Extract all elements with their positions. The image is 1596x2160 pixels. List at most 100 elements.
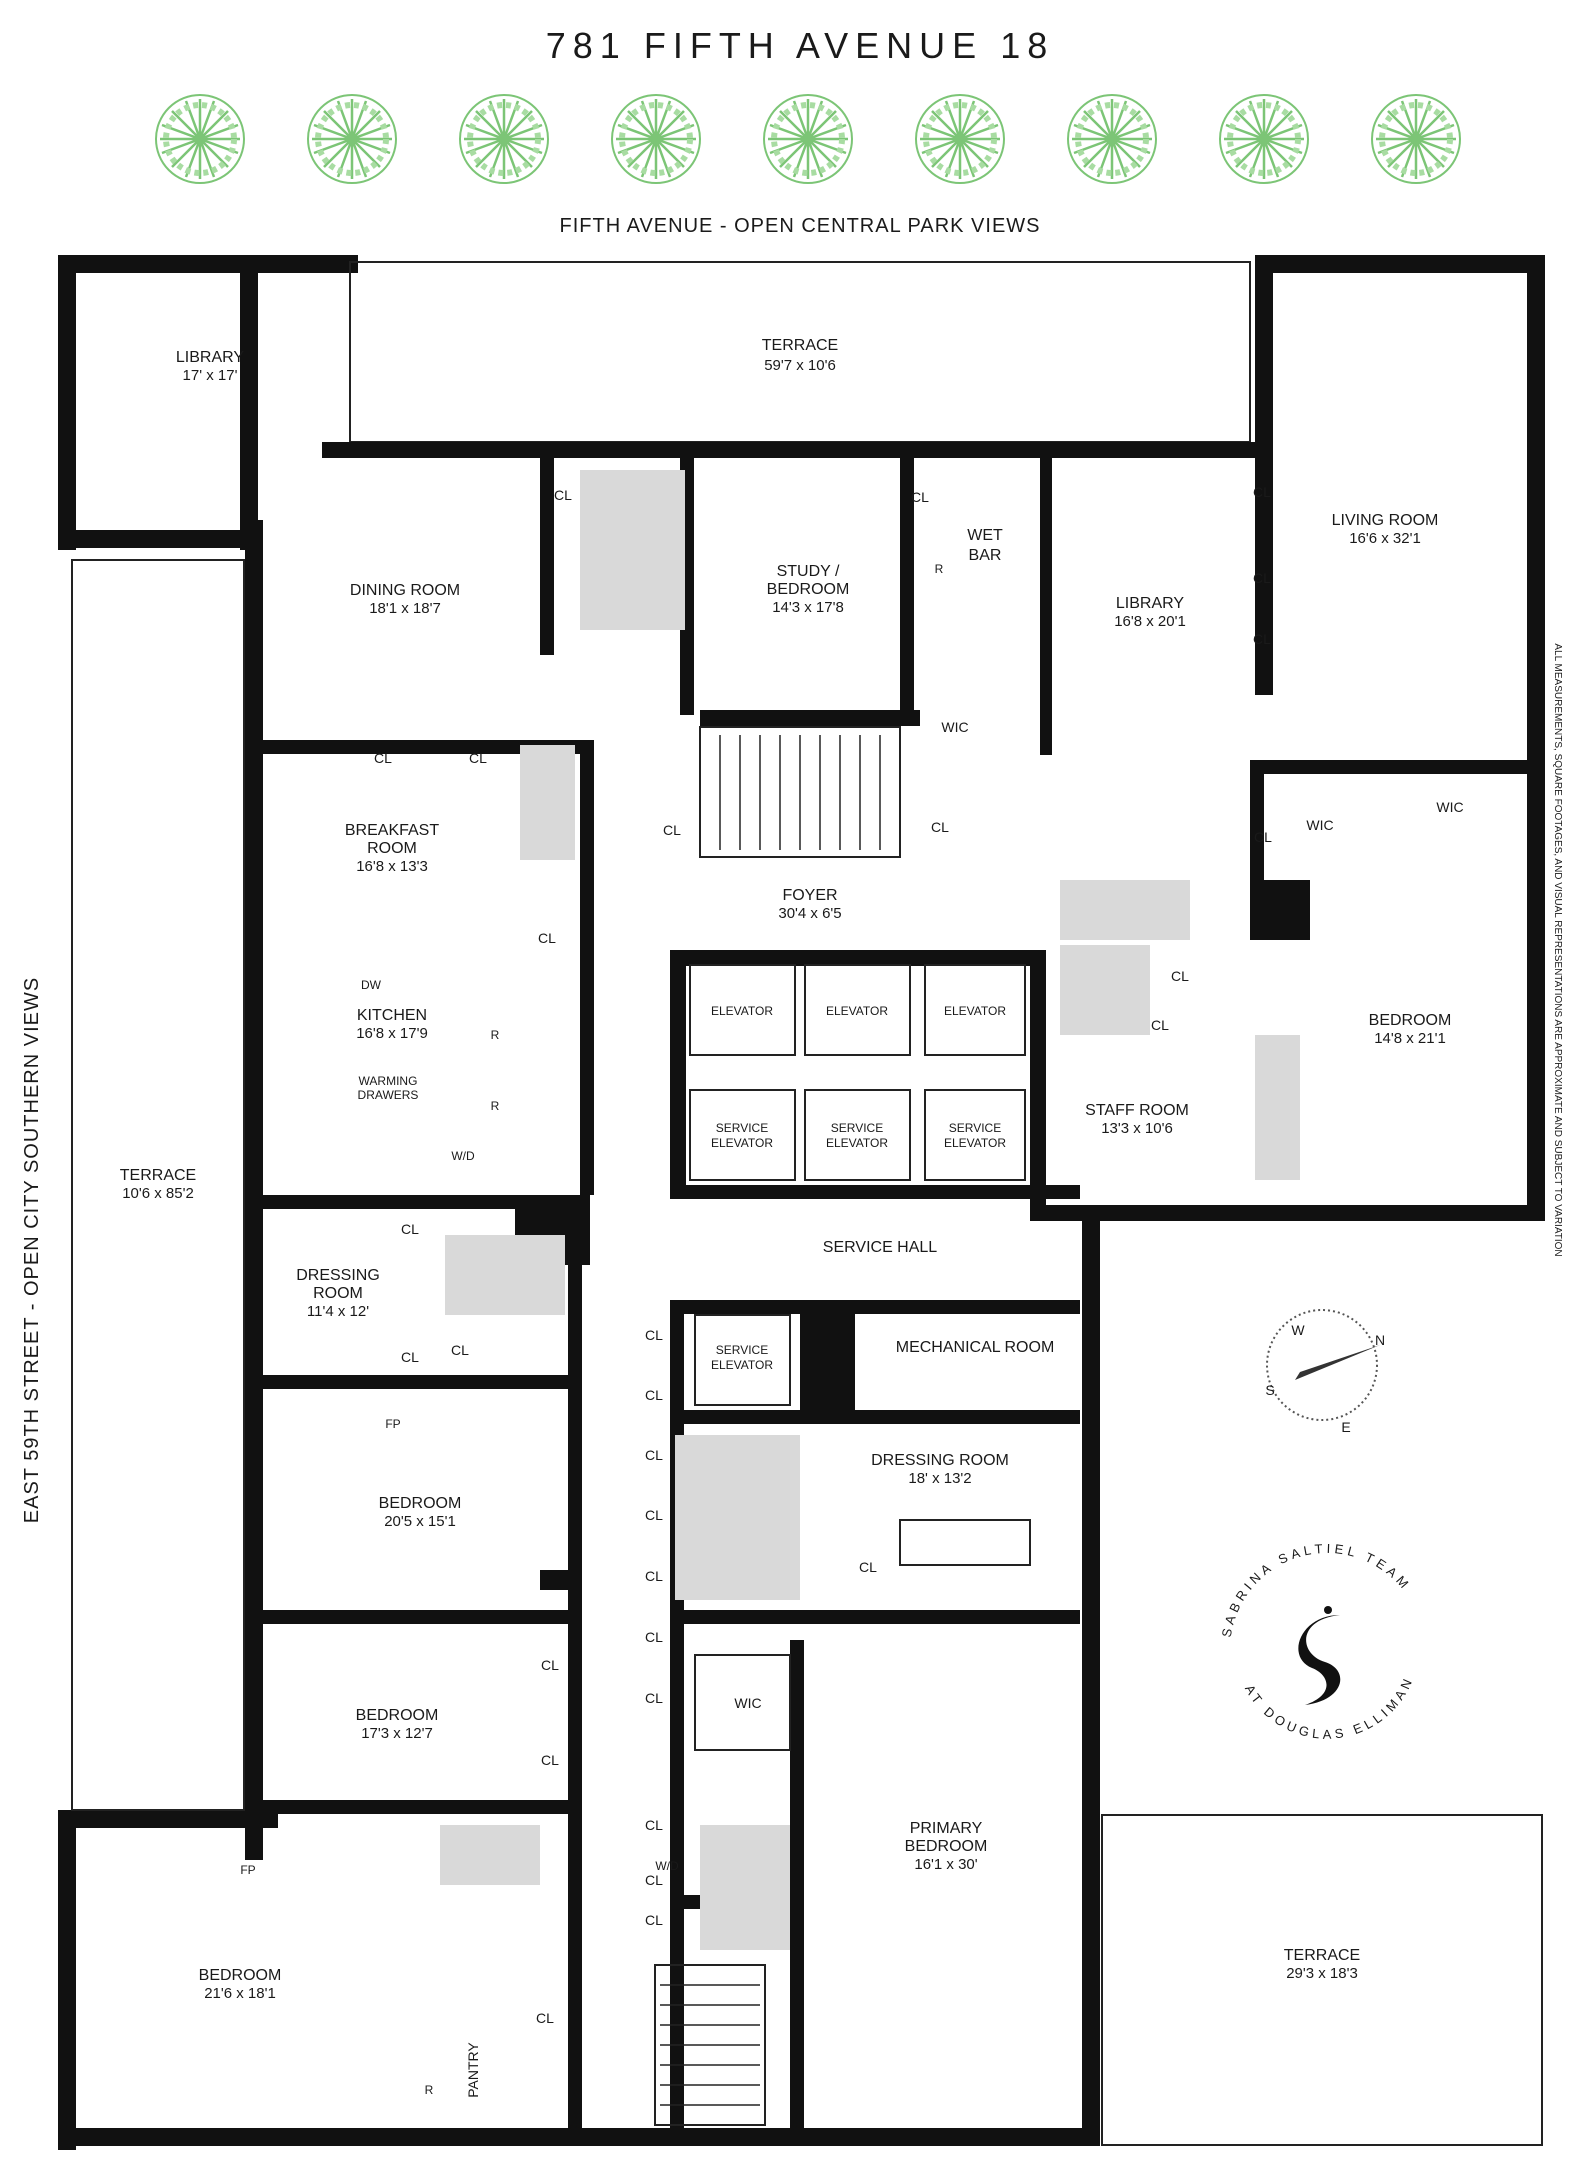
room-labels: LIBRARY 17' x 17' TERRACE 59'7 x 10'6 LI… — [120, 337, 1452, 2098]
fireplace-label: FP — [240, 1863, 255, 1877]
bedroom-sw-name: BEDROOM — [199, 1967, 282, 1984]
closet-label: CL — [1254, 829, 1272, 845]
closet-label: CL — [645, 1387, 663, 1403]
service-elevator-2 — [804, 1089, 911, 1181]
closet-label: CL — [663, 822, 681, 838]
dining-room-name: DINING ROOM — [350, 582, 460, 599]
tree-icon — [156, 95, 244, 183]
library-nw-name: LIBRARY — [176, 349, 245, 366]
compass-s: S — [1265, 1382, 1274, 1398]
bedroom-e-name: BEDROOM — [1369, 1012, 1452, 1029]
study-name-2: BEDROOM — [767, 581, 850, 598]
staff-room-dim: 13'3 x 10'6 — [1101, 1120, 1173, 1137]
living-room-name: LIVING ROOM — [1332, 512, 1439, 529]
elevator-1 — [689, 964, 796, 1056]
stairs — [654, 726, 901, 2126]
closet-label: CL — [541, 1657, 559, 1673]
service-label: SERVICE — [949, 1121, 1001, 1135]
closet-label: CL — [469, 750, 487, 766]
closet-label: CL — [1253, 484, 1271, 500]
tree-icon — [1372, 95, 1460, 183]
tree-icon — [308, 95, 396, 183]
exterior-walls — [58, 255, 1545, 2150]
closet-label: CL — [859, 1559, 877, 1575]
study-name-1: STUDY / — [777, 563, 840, 580]
terrace-w-dim: 10'6 x 85'2 — [122, 1185, 194, 1202]
service-label: SERVICE — [831, 1121, 883, 1135]
washer-dryer-label: W/D — [451, 1149, 475, 1163]
wic-label: WIC — [1436, 799, 1463, 815]
terrace-top-dim: 59'7 x 10'6 — [764, 357, 836, 374]
kitchen-name: KITCHEN — [357, 1007, 427, 1024]
foyer-name: FOYER — [782, 887, 837, 904]
dressing-c-dim: 18' x 13'2 — [908, 1470, 971, 1487]
closet-label: CL — [645, 1447, 663, 1463]
interior-walls — [263, 455, 1540, 2140]
elevator-label: ELEVATOR — [944, 1004, 1006, 1018]
tree-icon — [460, 95, 548, 183]
primary-dim: 16'1 x 30' — [914, 1856, 977, 1873]
library-e-dim: 16'8 x 20'1 — [1114, 613, 1186, 630]
primary-name-2: BEDROOM — [905, 1838, 988, 1855]
bedroom-sw-dim: 21'6 x 18'1 — [204, 1985, 276, 2002]
closet-label: CL — [645, 1817, 663, 1833]
closet-label: CL — [541, 1752, 559, 1768]
mechanical-name: MECHANICAL ROOM — [896, 1339, 1055, 1356]
breakfast-name-2: ROOM — [367, 840, 417, 857]
wic-label: WIC — [1306, 817, 1333, 833]
closet-label: CL — [451, 1342, 469, 1358]
service-elevator-4 — [694, 1314, 791, 1406]
terrace-se-dim: 29'3 x 18'3 — [1286, 1965, 1358, 1982]
elevator-label: ELEVATOR — [826, 1136, 888, 1150]
service-label: SERVICE — [716, 1343, 768, 1357]
terrace-w-name: TERRACE — [120, 1167, 196, 1184]
brand-top-text: SABRINA SALTIEL TEAM — [1219, 1541, 1410, 1639]
wet-bar-name-2: BAR — [969, 547, 1002, 564]
closet-label: CL — [1171, 968, 1189, 984]
bedroom-3-dim: 17'3 x 12'7 — [361, 1725, 433, 1742]
closet-label: CL — [538, 930, 556, 946]
disclaimer-text: ALL MEASUREMENTS, SQUARE FOOTAGES, AND V… — [1552, 643, 1563, 1256]
warming-drawers-label-1: WARMING — [359, 1074, 418, 1088]
compass-e: E — [1341, 1419, 1350, 1435]
tree-icon — [916, 95, 1004, 183]
closet-label: CL — [645, 1690, 663, 1706]
compass-n: N — [1375, 1332, 1385, 1348]
elevator-3 — [924, 964, 1026, 1056]
dining-room-dim: 18'1 x 18'7 — [369, 600, 441, 617]
bedroom-2-name: BEDROOM — [379, 1495, 462, 1512]
primary-name-1: PRIMARY — [910, 1820, 983, 1837]
bathrooms — [440, 470, 1300, 1950]
closet-label: CL — [931, 819, 949, 835]
compass-w: W — [1291, 1322, 1305, 1338]
refrigerator-label: R — [935, 562, 944, 576]
elevator-label: ELEVATOR — [826, 1004, 888, 1018]
closet-label: CL — [374, 750, 392, 766]
dressing-c-name: DRESSING ROOM — [871, 1452, 1009, 1469]
dressing-w-name-2: ROOM — [313, 1285, 363, 1302]
warming-drawers-label-2: DRAWERS — [358, 1088, 419, 1102]
library-nw-dim: 17' x 17' — [183, 367, 238, 384]
elevator-label: ELEVATOR — [711, 1358, 773, 1372]
breakfast-name-1: BREAKFAST — [345, 822, 439, 839]
bedroom-e-dim: 14'8 x 21'1 — [1374, 1030, 1446, 1047]
terrace-top-name: TERRACE — [762, 337, 838, 354]
living-room-dim: 16'6 x 32'1 — [1349, 530, 1421, 547]
closet-label: CL — [645, 1629, 663, 1645]
svg-text:SABRINA SALTIEL TEAM: SABRINA SALTIEL TEAM — [1219, 1541, 1414, 1639]
closet-label: CL — [911, 489, 929, 505]
wic-box — [694, 1654, 791, 1751]
tree-row-icons — [156, 95, 1460, 183]
library-e-name: LIBRARY — [1116, 595, 1185, 612]
tree-icon — [764, 95, 852, 183]
closet-label: CL — [1151, 1017, 1169, 1033]
compass-icon: W N S E — [1265, 1309, 1385, 1435]
bedroom-2-dim: 20'5 x 15'1 — [384, 1513, 456, 1530]
service-elevator-1 — [689, 1089, 796, 1181]
foyer-dim: 30'4 x 6'5 — [778, 905, 841, 922]
elevator-2 — [804, 964, 911, 1056]
refrigerator-label: R — [491, 1028, 500, 1042]
tree-icon — [612, 95, 700, 183]
elevator-label: ELEVATOR — [711, 1004, 773, 1018]
